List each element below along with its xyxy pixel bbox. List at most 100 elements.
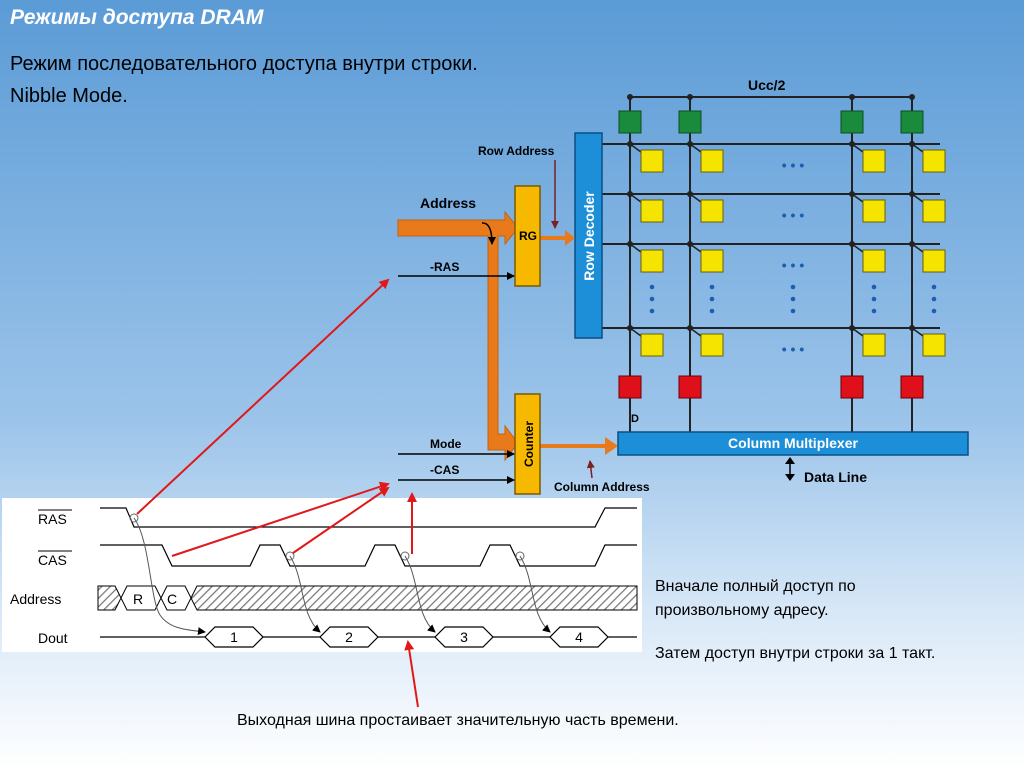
arrow-cas-1 — [171, 481, 390, 557]
cell-link — [851, 243, 864, 253]
horizontal-ellipsis: • • • — [782, 257, 805, 273]
dout-token-3: 3 — [460, 629, 468, 645]
mode-label: Mode — [430, 437, 462, 451]
horizontal-ellipsis: • • • — [782, 157, 805, 173]
counter-label: Counter — [522, 421, 536, 467]
memory-cell — [862, 149, 886, 173]
timing-panel — [2, 498, 642, 652]
junction-dot — [627, 94, 633, 100]
subtitle-line-1: Режим последовательного доступа внутри с… — [10, 53, 478, 75]
row-decoder — [574, 132, 603, 339]
memory-cell — [922, 333, 946, 357]
cell-link — [689, 243, 702, 253]
memory-cell — [922, 199, 946, 223]
causal-curves — [133, 517, 551, 636]
memory-cell — [700, 249, 724, 273]
ellipsis-marks: • • •• • •• • •• • • — [649, 157, 937, 357]
sense-amplifier — [900, 110, 924, 134]
sense-amplifiers — [618, 110, 924, 134]
cell-link — [689, 143, 702, 153]
cell-link — [689, 193, 702, 203]
cell-link — [629, 143, 642, 153]
cas-waveform — [100, 544, 637, 567]
cell-link — [851, 327, 864, 337]
memory-cell — [862, 249, 886, 273]
vertical-ellipsis-dot — [871, 296, 877, 302]
dout-token-2: 2 — [345, 629, 353, 645]
vertical-ellipsis-dot — [790, 296, 796, 302]
sense-amplifier — [840, 110, 864, 134]
note-bus-idle: Выходная шина простаивает значительную ч… — [237, 712, 679, 729]
slide-title: Режимы доступа DRAM — [10, 6, 264, 29]
vertical-ellipsis-dot — [931, 284, 937, 290]
column-switch — [678, 375, 702, 399]
d-label: D — [631, 413, 639, 425]
dout-waveform — [100, 626, 637, 648]
column-switch — [900, 375, 924, 399]
memory-cell — [700, 149, 724, 173]
memory-cell — [862, 199, 886, 223]
row-decoder-label: Row Decoder — [581, 191, 597, 281]
junction-dot — [909, 94, 915, 100]
memory-cell — [640, 333, 664, 357]
column-switch — [618, 375, 642, 399]
sense-amplifier — [618, 110, 642, 134]
vertical-ellipsis-dot — [709, 296, 715, 302]
address-token-c: C — [167, 591, 177, 607]
row-address-label: Row Address — [478, 144, 555, 158]
note-full-access-line-1: Вначале полный доступ по — [655, 578, 856, 595]
cas-input-label: -CAS — [430, 463, 459, 477]
column-address-arrow — [586, 460, 595, 479]
memory-cell — [640, 199, 664, 223]
address-token-r: R — [133, 591, 143, 607]
vertical-ellipsis-dot — [790, 308, 796, 314]
memory-cell — [922, 249, 946, 273]
cell-link — [851, 193, 864, 203]
note-full-access-line-2: произвольному адресу. — [655, 602, 829, 619]
cell-link — [911, 243, 924, 253]
ras-input-label: -RAS — [430, 260, 459, 274]
annotation-arrows — [136, 278, 419, 708]
subtitle-line-2: Nibble Mode. — [10, 85, 128, 107]
rg-label: RG — [519, 229, 537, 243]
data-line-label: Data Line — [804, 469, 867, 485]
memory-cell — [922, 149, 946, 173]
rg-register — [514, 185, 541, 287]
arrow-ras — [136, 278, 390, 515]
junction-dot — [849, 94, 855, 100]
note-full-access: Вначале полный доступ по произвольному а… — [655, 575, 856, 623]
signal-label-cas: CAS — [38, 552, 67, 568]
cell-link — [851, 143, 864, 153]
vertical-ellipsis-dot — [871, 284, 877, 290]
arrow-cas-2 — [292, 486, 390, 554]
cell-link — [911, 143, 924, 153]
vertical-ellipsis-dot — [709, 308, 715, 314]
signal-label-address: Address — [10, 591, 61, 607]
cell-link — [911, 193, 924, 203]
memory-cell — [862, 333, 886, 357]
note-row-access: Затем доступ внутри строки за 1 такт. — [655, 645, 936, 662]
signal-label-ras: RAS — [38, 511, 67, 527]
address-curve-arrow — [481, 222, 496, 245]
junction-dot — [687, 94, 693, 100]
arrow-dout-idle — [404, 640, 419, 708]
vertical-ellipsis-dot — [931, 296, 937, 302]
ras-waveform — [100, 507, 637, 528]
signal-label-dout: Dout — [38, 630, 68, 646]
vertical-ellipsis-dot — [649, 284, 655, 290]
column-address-label: Column Address — [554, 480, 650, 494]
timing-diagram: RAS CAS Address Dout R C — [2, 498, 642, 652]
cell-link — [629, 193, 642, 203]
memory-cells — [629, 143, 946, 357]
slide-subtitle: Режим последовательного доступа внутри с… — [10, 48, 478, 112]
cell-link — [911, 327, 924, 337]
vertical-ellipsis-dot — [871, 308, 877, 314]
dout-token-1: 1 — [230, 629, 238, 645]
memory-cell — [640, 149, 664, 173]
cell-link — [689, 327, 702, 337]
address-bus — [397, 210, 618, 462]
cell-link — [629, 327, 642, 337]
vcc-label: Ucc/2 — [748, 77, 786, 93]
vertical-ellipsis-dot — [790, 284, 796, 290]
